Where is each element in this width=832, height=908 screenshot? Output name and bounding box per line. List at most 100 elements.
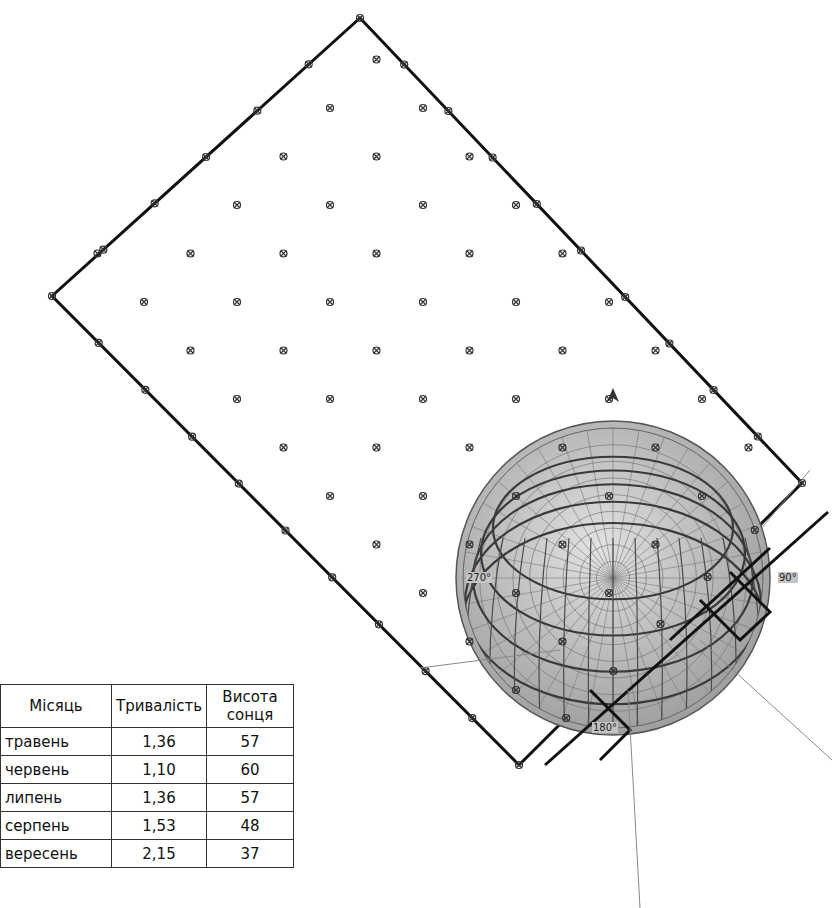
survey-marker (254, 107, 261, 114)
table-cell: серпень (1, 812, 112, 840)
survey-marker (657, 621, 664, 628)
table-cell: 60 (207, 756, 294, 784)
survey-marker (704, 574, 711, 581)
survey-marker (422, 668, 429, 675)
survey-marker (699, 493, 706, 500)
survey-marker (373, 347, 380, 354)
survey-marker (373, 56, 380, 63)
survey-marker (235, 480, 242, 487)
azimuth-label: 270° (466, 572, 492, 583)
survey-marker (203, 154, 210, 161)
survey-marker (187, 250, 194, 257)
survey-marker (141, 299, 148, 306)
survey-marker (327, 105, 334, 112)
survey-marker (280, 250, 287, 257)
survey-marker (652, 444, 659, 451)
table-cell: 37 (207, 840, 294, 868)
survey-marker (513, 202, 520, 209)
table-header: Тривалість (112, 685, 207, 728)
survey-marker (606, 396, 613, 403)
survey-marker (151, 200, 158, 207)
survey-marker (559, 638, 566, 645)
shading-lines (545, 512, 828, 765)
survey-marker (401, 61, 408, 68)
table-cell: 2,15 (112, 840, 207, 868)
survey-marker (563, 715, 570, 722)
survey-marker (420, 202, 427, 209)
survey-marker (466, 638, 473, 645)
survey-marker (305, 61, 312, 68)
plot-outline (52, 18, 802, 765)
survey-marker (187, 347, 194, 354)
survey-marker (95, 339, 102, 346)
survey-marker (420, 105, 427, 112)
survey-marker (466, 153, 473, 160)
sun-ray-lines (420, 470, 832, 908)
survey-marker (513, 396, 520, 403)
survey-marker (373, 541, 380, 548)
survey-marker (327, 396, 334, 403)
survey-marker (420, 299, 427, 306)
table-cell: 1,10 (112, 756, 207, 784)
survey-marker (282, 527, 289, 534)
survey-marker (375, 621, 382, 628)
table-cell: 1,36 (112, 728, 207, 756)
survey-marker (327, 493, 334, 500)
survey-marker (559, 250, 566, 257)
survey-marker (652, 347, 659, 354)
survey-marker (652, 541, 659, 548)
survey-marker (606, 299, 613, 306)
survey-marker (373, 250, 380, 257)
survey-marker (666, 340, 673, 347)
survey-marker (516, 762, 523, 769)
survey-marker (445, 108, 452, 115)
survey-marker (466, 541, 473, 548)
survey-marker (420, 493, 427, 500)
survey-marker (49, 293, 56, 300)
survey-marker (329, 574, 336, 581)
survey-marker (710, 387, 717, 394)
survey-marker (466, 250, 473, 257)
azimuth-label: 90° (778, 572, 798, 583)
table-row: липень1,3657 (1, 784, 294, 812)
sun-path-diagram (456, 388, 770, 738)
table-header: Місяць (1, 685, 112, 728)
survey-marker (466, 347, 473, 354)
survey-marker (357, 15, 364, 22)
survey-marker (622, 294, 629, 301)
survey-marker (373, 444, 380, 451)
survey-marker (533, 201, 540, 208)
survey-marker (466, 444, 473, 451)
survey-marker (606, 590, 613, 597)
survey-marker (280, 153, 287, 160)
survey-marker (610, 668, 617, 675)
survey-marker (420, 396, 427, 403)
survey-marker (100, 246, 107, 253)
table-row: серпень1,5348 (1, 812, 294, 840)
table-row: травень1,3657 (1, 728, 294, 756)
table-cell: липень (1, 784, 112, 812)
survey-marker (559, 444, 566, 451)
survey-marker (234, 299, 241, 306)
survey-marker (189, 433, 196, 440)
table-cell: 1,36 (112, 784, 207, 812)
survey-marker (469, 715, 476, 722)
survey-marker (745, 444, 752, 451)
table-cell: 57 (207, 784, 294, 812)
survey-marker (513, 687, 520, 694)
data-table: МісяцьТривалістьВисота сонцятравень1,365… (0, 684, 294, 868)
survey-marker (699, 396, 706, 403)
survey-marker (373, 153, 380, 160)
survey-marker (513, 493, 520, 500)
survey-marker (420, 590, 427, 597)
table-row: червень1,1060 (1, 756, 294, 784)
survey-marker (327, 299, 334, 306)
survey-marker (280, 444, 287, 451)
survey-marker (513, 299, 520, 306)
azimuth-label: 180° (592, 722, 618, 733)
survey-marker (559, 541, 566, 548)
table-cell: червень (1, 756, 112, 784)
table-cell: 57 (207, 728, 294, 756)
survey-marker (142, 386, 149, 393)
